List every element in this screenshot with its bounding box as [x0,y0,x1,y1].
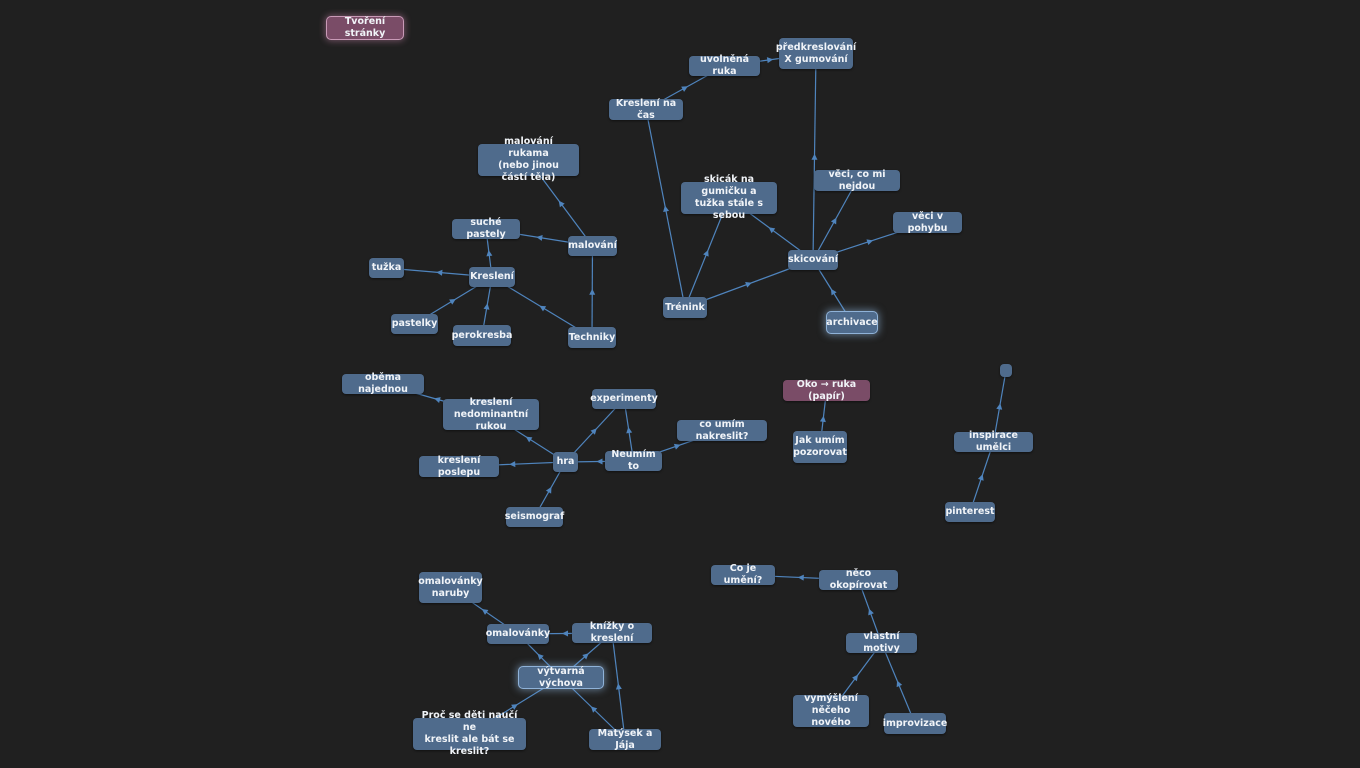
node-trenink[interactable]: Trénink [663,297,707,318]
node-proc-se-deti[interactable]: Proč se děti naučí ne kreslit ale bát se… [413,710,526,757]
node-empty[interactable] [1000,364,1012,377]
node-knizky-o-kresleni[interactable]: knížky o kreslení [572,621,652,644]
connector-arrow-kresleni_na_cas-trenink [663,205,670,213]
connector-arrow-omalovanky_naruby-omalovanky [481,609,489,615]
node-veci-co-mi-nejdou[interactable]: věci, co mi nejdou [814,169,900,192]
node-oko-ruka[interactable]: Oko → ruka (papír) [783,379,870,402]
connector-arrow-skicovani-archivace [830,288,837,296]
node-omalovanky[interactable]: omalovánky [486,624,550,644]
connector-arrow-hra-seismograf [545,486,552,494]
node-veci-v-pohybu[interactable]: věci v pohybu [893,211,962,234]
node-vytvarna-vychova[interactable]: výtvarná výchova [519,666,603,689]
node-skicak[interactable]: skicák na gumičku a tužka stále s sebou [681,174,777,221]
connector-arrow-omalovanky-knizky_o_kresleni [562,630,569,637]
node-techniky[interactable]: Techniky [568,327,616,348]
connector-arrow-predkreslovani-skicovani [811,153,818,160]
connector-arrow-predkreslovani-uvolnena_ruka [766,57,774,64]
node-improvizace[interactable]: improvizace [883,713,947,734]
node-skicovani[interactable]: skicování [788,250,838,270]
connector-arrow-experimenty-hra [590,428,597,435]
connector-arrow-neco_okopirovat-vlastni_motivy [868,608,874,616]
node-pastelky[interactable]: pastelky [391,314,438,334]
connector-arrow-vytvarna_vychova-matysek_a_jaja [590,706,598,713]
node-kresleni-poslepu[interactable]: kreslení poslepu [419,455,499,478]
connector-arrow-suche_pastely-malovani [536,235,543,241]
node-uvolnena-ruka[interactable]: uvolněná ruka [689,54,760,77]
node-tvoreni-stranky[interactable]: Tvoření stránky [327,16,403,39]
node-neumim-to[interactable]: Neumím to [605,449,662,472]
connector-arrow-vlastni_motivy-vymysleni [852,674,859,682]
connector-arrow-blank-inspirace_umelci [996,403,1003,410]
node-tuzka[interactable]: tužka [369,258,404,278]
connector-arrow-vlastni_motivy-improvizace [896,680,903,688]
node-hra[interactable]: hra [553,452,578,472]
connector-arrow-obema_najednou-kresleni_nedominantni [434,397,441,403]
connector-arrow-uvolnena_ruka-kresleni_na_cas [681,86,688,92]
node-suche-pastely[interactable]: suché pastely [452,217,520,240]
connector-arrow-inspirace_umelci-pinterest [977,474,984,481]
node-experimenty[interactable]: experimenty [590,389,658,409]
connector-arrow-skicak-trenink [703,249,709,257]
connector-arrow-malovani_rukama-malovani [558,200,565,208]
connector-arrow-kresleni-pastelky [449,298,456,305]
node-vlastni-motivy[interactable]: vlastní motivy [846,631,917,654]
node-kresleni-nedominantni[interactable]: kreslení nedominantní rukou [443,397,539,432]
connector-arrow-omalovanky-vytvarna_vychova [537,653,544,660]
connector-arrow-skicak-skicovani [768,227,776,234]
node-inspirace-umelci[interactable]: inspirace umělci [954,430,1033,453]
node-pinterest[interactable]: pinterest [945,502,995,522]
connector-arrow-hra-neumim_to [596,458,603,465]
connector-arrow-knizky_o_kresleni-matysek_a_jaja [615,683,622,690]
connector-arrow-knizky_o_kresleni-vytvarna_vychova [582,653,589,660]
node-co-umim-nakreslit[interactable]: co umím nakreslit? [677,419,767,442]
node-neco-okopirovat[interactable]: něco okopírovat [819,568,898,591]
node-kresleni[interactable]: Kreslení [469,267,515,287]
connector-arrow-co_umim_nakreslit-neumim_to [673,443,681,450]
node-archivace[interactable]: archivace [826,312,878,333]
connector-arrow-co_je_umeni-neco_okopirovat [797,574,804,581]
connector-arrow-veci_co_mi_nejdou-skicovani [830,217,837,225]
connector-arrow-skicovani-trenink [745,281,752,288]
connector-arrow-veci_v_pohybu-skicovani [866,239,874,246]
node-seismograf[interactable]: seismograf [505,507,564,527]
connector-arrow-kresleni-perokresba [483,303,490,310]
connector-arrow-kresleni_nedominantni-hra [525,436,533,443]
node-perokresba[interactable]: perokresba [452,325,512,346]
connector-arrow-kresleni_poslepu-hra [509,461,516,468]
node-jak-umim-pozorovat[interactable]: Jak umím pozorovat [793,431,847,463]
node-malovani-rukama[interactable]: malování rukama (nebo jinou částí těla) [478,136,579,183]
node-obema-najednou[interactable]: oběma najednou [342,372,424,395]
node-co-je-umeni[interactable]: Co je umění? [711,563,775,586]
connector-arrow-vytvarna_vychova-proc_se_deti [511,704,518,710]
connector-arrow-oko_ruka-jak_umim_pozorovat [819,415,826,423]
node-vymysleni[interactable]: vymýšlení něčeho nového [793,693,869,728]
node-kresleni-na-cas[interactable]: Kreslení na čas [609,98,683,121]
connector-arrow-kresleni-techniky [539,305,547,312]
connector-arrow-malovani-techniky [589,288,596,295]
connector-arrow-experimenty-neumim_to [626,427,633,434]
connector-arrow-suche_pastely-kresleni [486,250,493,257]
connector-arrow-tuzka-kresleni [436,269,443,276]
node-malovani[interactable]: malování [568,236,617,256]
node-predkreslovani[interactable]: předkreslování X gumování [776,38,856,69]
node-matysek-a-jaja[interactable]: Matýsek a Jája [589,728,661,751]
node-omalovanky-naruby[interactable]: omalovánky naruby [418,572,483,603]
